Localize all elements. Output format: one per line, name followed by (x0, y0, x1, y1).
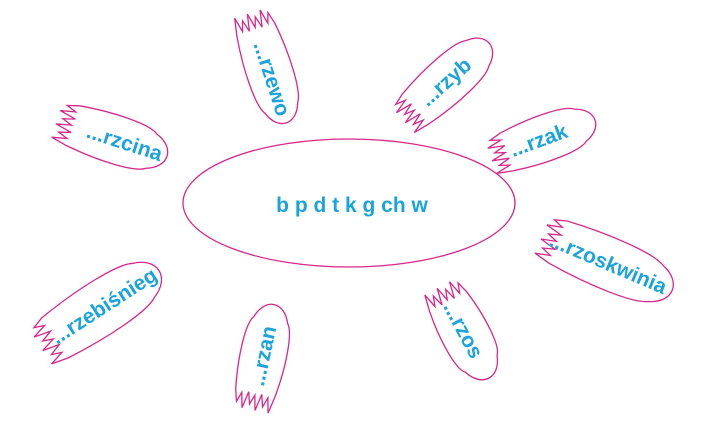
petal-outline (235, 303, 291, 414)
petal-label-rzcina: ...rzcina (84, 120, 166, 166)
petal-rzewo: ...rzewo (234, 9, 300, 125)
petal-outline (534, 218, 674, 303)
petal-label-rzyb: ...rzyb (416, 54, 476, 112)
petal-outline (487, 107, 597, 174)
petal-label-rzan: ...rzan (246, 324, 281, 388)
petal-outline (32, 261, 163, 365)
petal-rzak: ...rzak (487, 107, 597, 174)
petal-rzan: ...rzan (235, 303, 291, 414)
petal-outline (234, 9, 300, 125)
petal-outline (424, 280, 499, 381)
petal-label-rzos: ...rzos (438, 298, 487, 362)
petal-outline (394, 37, 494, 134)
center-oval: b p d t k g ch w (182, 138, 516, 268)
petal-label-rzebisnieg: ...rzebiśnieg (47, 264, 161, 349)
petal-rzyb: ...rzyb (394, 37, 494, 134)
center-letters: b p d t k g ch w (276, 194, 428, 217)
petal-label-rzoskwinia: ...rzoskwinia (546, 229, 670, 299)
petal-rzebisnieg: ...rzebiśnieg (32, 261, 163, 365)
petal-label-rzak: ...rzak (507, 120, 571, 162)
petal-rzos: ...rzos (424, 280, 499, 381)
petal-rzcina: ...rzcina (51, 104, 169, 170)
petal-outline (51, 104, 169, 170)
petal-rzoskwinia: ...rzoskwinia (534, 218, 674, 303)
